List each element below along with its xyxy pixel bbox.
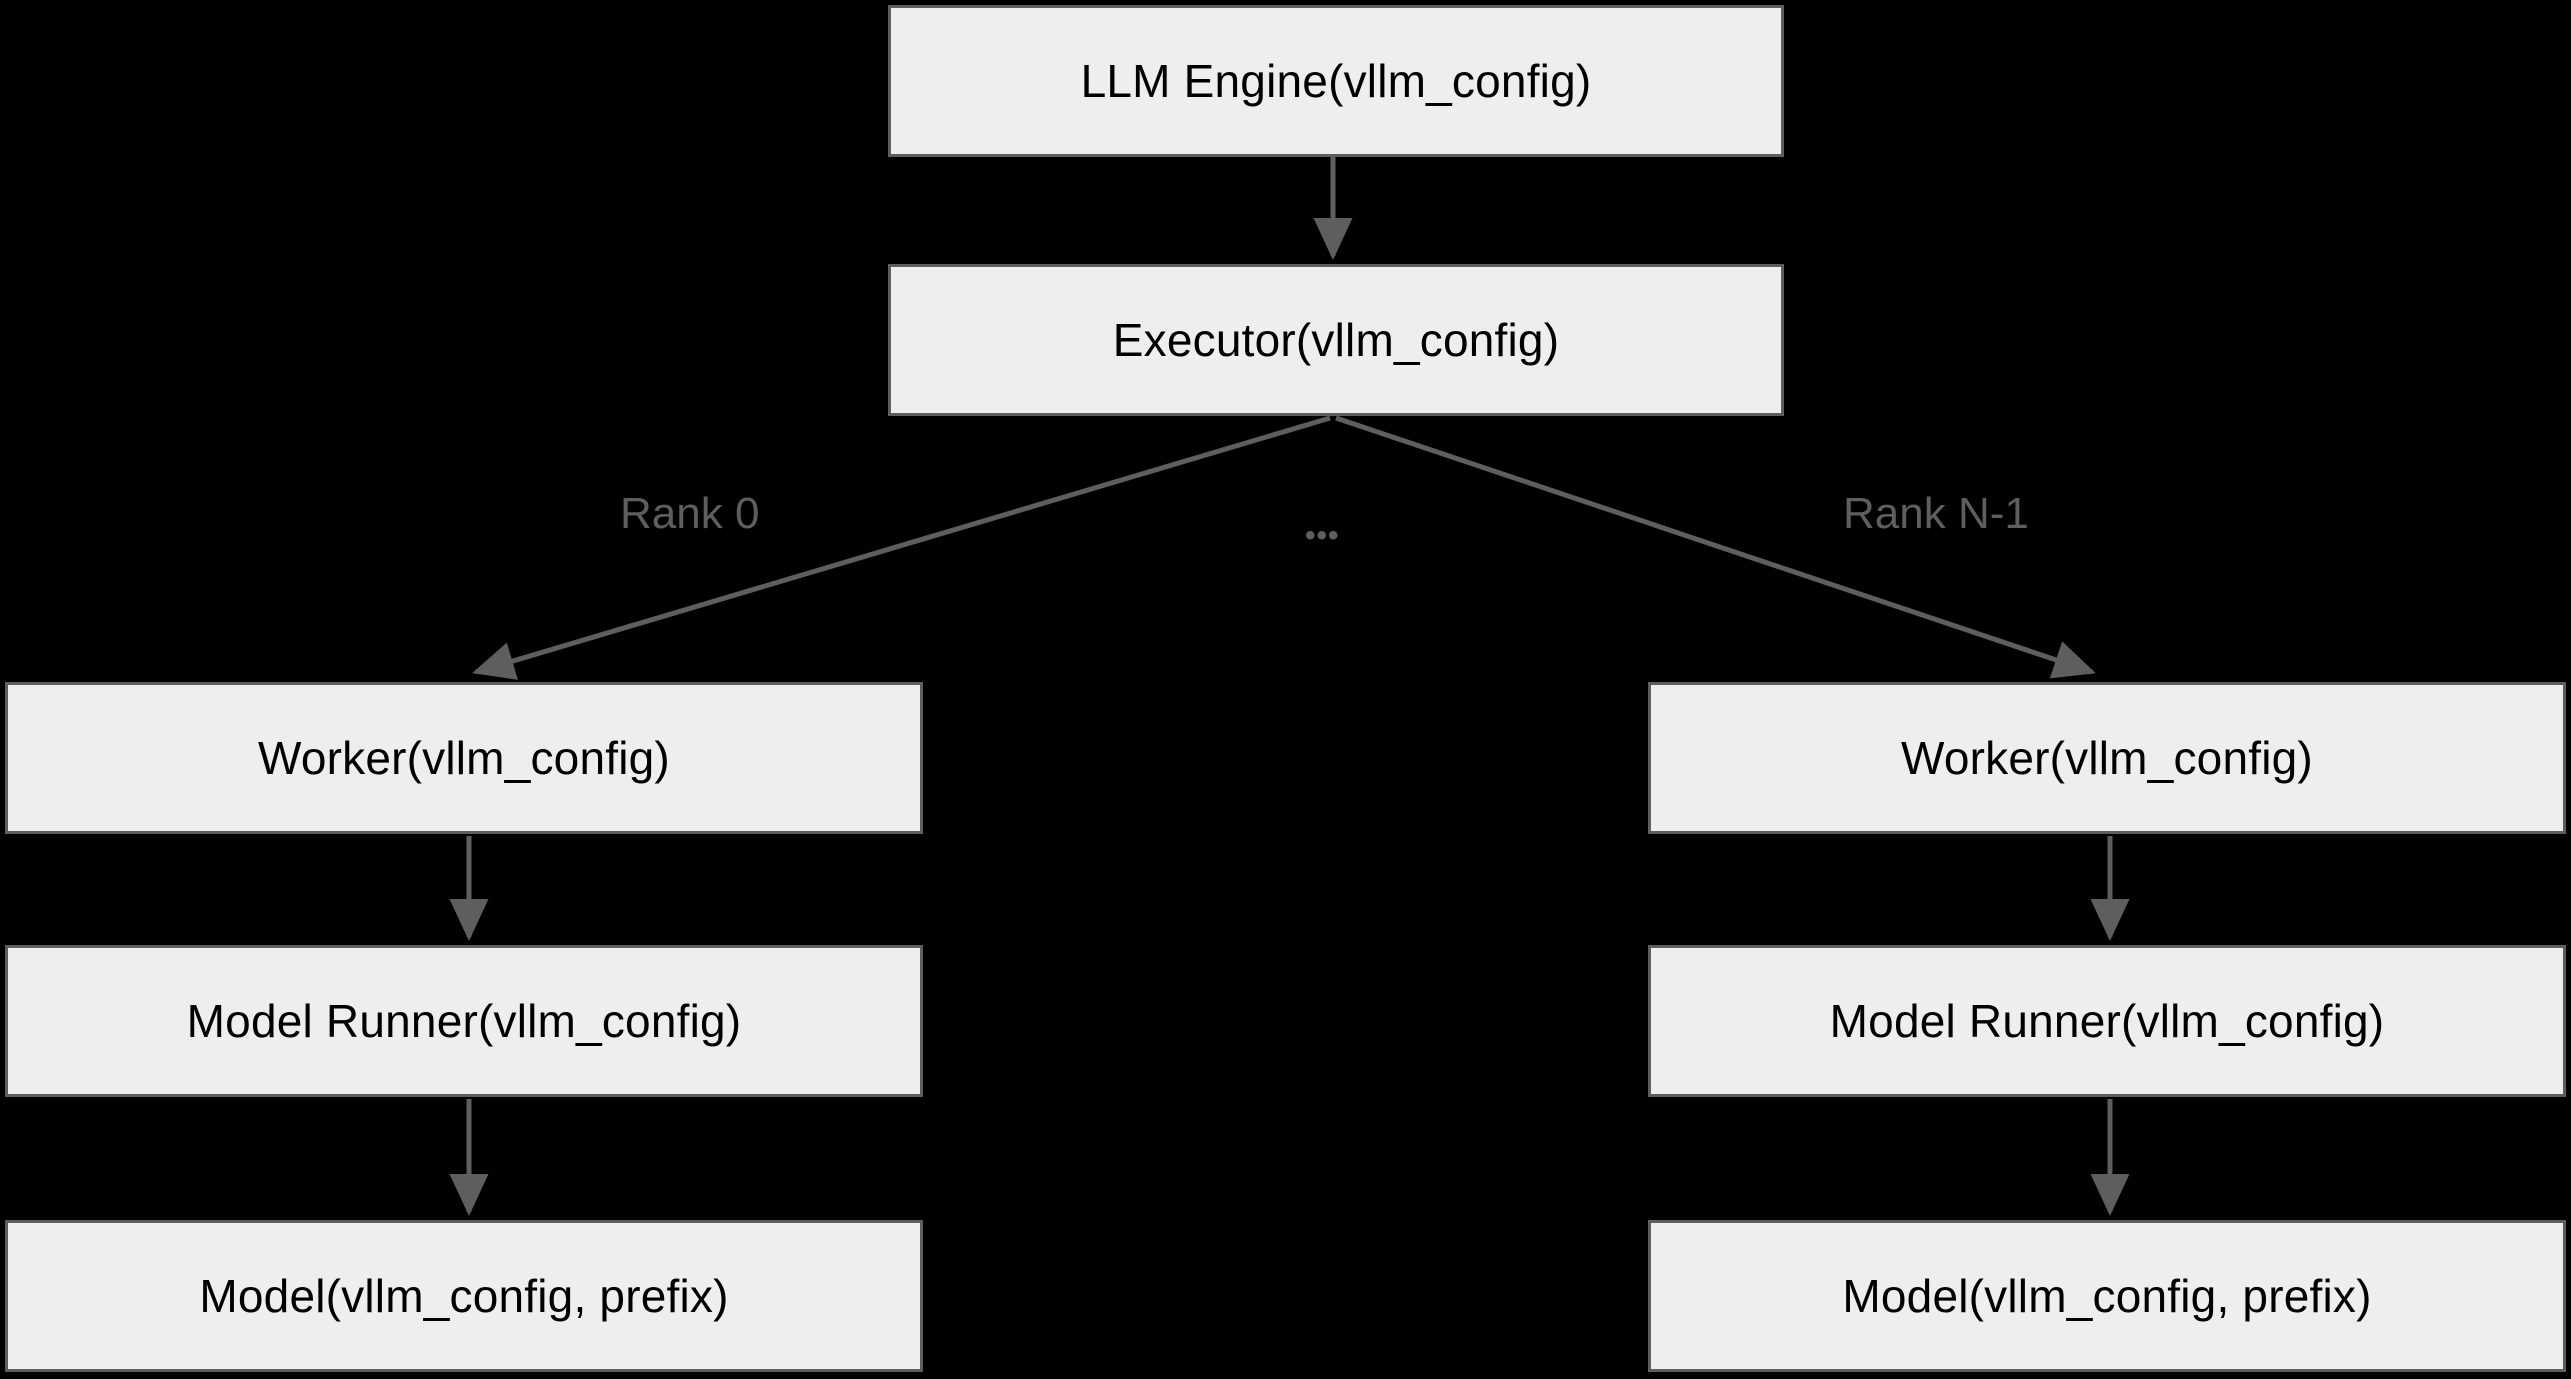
node-llm-engine[interactable]: LLM Engine(vllm_config) — [888, 5, 1784, 157]
node-model-runner-rank-n-1[interactable]: Model Runner(vllm_config) — [1648, 945, 2566, 1097]
edge-executor-to-worker-rank0 — [472, 415, 1331, 680]
edge-label-rank-0: Rank 0 — [620, 489, 760, 538]
edge-label-rank-n-1: Rank N-1 — [1843, 489, 2029, 538]
node-model-runner-rank-0[interactable]: Model Runner(vllm_config) — [5, 945, 923, 1097]
edge-executor-to-worker-rankn — [1335, 415, 2096, 679]
ellipsis-label: ••• — [1305, 519, 1340, 552]
node-worker-rank-n-1[interactable]: Worker(vllm_config) — [1648, 682, 2566, 834]
node-executor[interactable]: Executor(vllm_config) — [888, 264, 1784, 416]
node-model-rank-n-1[interactable]: Model(vllm_config, prefix) — [1648, 1220, 2566, 1372]
node-worker-rank-0[interactable]: Worker(vllm_config) — [5, 682, 923, 834]
node-model-rank-0[interactable]: Model(vllm_config, prefix) — [5, 1220, 923, 1372]
